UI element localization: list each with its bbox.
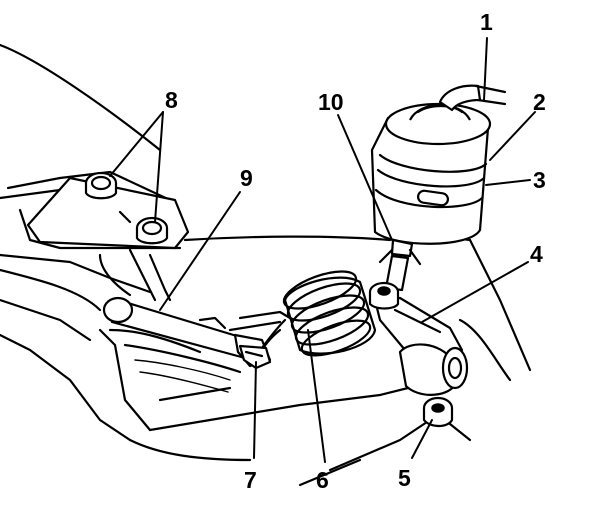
callout-9: 9 — [240, 165, 253, 191]
coil-spring — [256, 270, 377, 358]
callout-7: 7 — [244, 467, 257, 493]
callout-1: 1 — [480, 9, 493, 35]
callout-5: 5 — [398, 465, 411, 491]
bolt-lower — [135, 216, 169, 245]
callout-3: 3 — [533, 167, 546, 193]
callout-8: 8 — [165, 87, 178, 113]
callout-6: 6 — [316, 467, 329, 493]
vacuum-canister — [370, 84, 507, 292]
bolt-upper — [84, 171, 118, 200]
callout-2: 2 — [533, 89, 546, 115]
callout-10: 10 — [318, 89, 344, 115]
frame-structure — [0, 43, 532, 487]
callout-4: 4 — [530, 241, 543, 267]
control-arm — [368, 281, 469, 428]
spring-anchor — [238, 344, 272, 370]
leader-lines — [109, 37, 536, 463]
